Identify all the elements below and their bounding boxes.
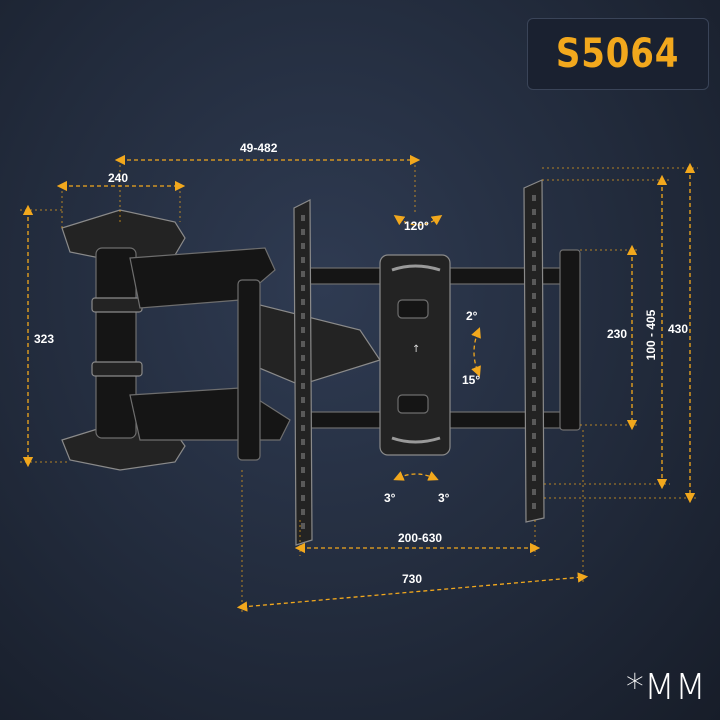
rail-hole: [301, 285, 305, 291]
rail-hole: [532, 447, 536, 453]
dim-wall-plate-width: 240: [108, 171, 128, 185]
rail-hole: [532, 265, 536, 271]
rail-hole: [301, 467, 305, 473]
dim-vesa-vertical-range: 100 - 405: [644, 309, 658, 360]
rail-hole: [301, 495, 305, 501]
dim-vesa-vertical: 230: [607, 327, 627, 341]
rail-hole: [532, 433, 536, 439]
dim-wall-plate-height: 323: [34, 332, 54, 346]
rail-hole: [301, 215, 305, 221]
model-number: S5064: [556, 31, 680, 77]
rail-hole: [532, 237, 536, 243]
rail-hole: [532, 321, 536, 327]
rail-hole: [532, 405, 536, 411]
rail-hole: [532, 251, 536, 257]
rail-hole: [532, 223, 536, 229]
rail-hole: [301, 369, 305, 375]
rail-hole: [532, 363, 536, 369]
rail-hole: [532, 209, 536, 215]
rail-hole: [301, 383, 305, 389]
svg-text:↑: ↑: [412, 344, 420, 355]
rail-hole: [301, 425, 305, 431]
rail-hole: [301, 243, 305, 249]
rail-hole: [301, 355, 305, 361]
rail-hole: [532, 293, 536, 299]
rail-hole: [301, 271, 305, 277]
rail-hole: [301, 229, 305, 235]
model-badge: S5064: [527, 18, 709, 90]
rail-hole: [301, 523, 305, 529]
wall-plate: [61, 209, 186, 471]
rail-hole: [532, 195, 536, 201]
rail-hole: [301, 257, 305, 263]
rail-hole: [532, 307, 536, 313]
tilt-up-angle: 2°: [466, 309, 478, 323]
dim-bracket-width: 730: [402, 572, 422, 586]
unit-note: *MM: [625, 667, 706, 708]
rail-hole: [301, 453, 305, 459]
rail-hole: [532, 391, 536, 397]
rail-hole: [301, 509, 305, 515]
swivel-angle: 120°: [404, 219, 429, 233]
rail-hole: [301, 411, 305, 417]
rail-hole: [532, 489, 536, 495]
rail-hole: [301, 313, 305, 319]
rail-hole: [301, 299, 305, 305]
rail-hole: [532, 461, 536, 467]
rail-hole: [301, 327, 305, 333]
rail-hole: [532, 475, 536, 481]
rail-hole: [532, 503, 536, 509]
mounting-holes: [301, 195, 536, 529]
rail-hole: [301, 481, 305, 487]
rail-hole: [532, 419, 536, 425]
rail-hole: [532, 335, 536, 341]
rail-hole: [301, 439, 305, 445]
rail-hole: [532, 349, 536, 355]
rail-hole: [301, 397, 305, 403]
rail-hole: [532, 377, 536, 383]
rail-hole: [301, 341, 305, 347]
tilt-down-angle: 15°: [462, 373, 480, 387]
rotate-right-angle: 3°: [438, 491, 450, 505]
dim-vesa-horizontal: 200-630: [398, 531, 442, 545]
rail-hole: [532, 279, 536, 285]
dim-bracket-height: 430: [668, 322, 688, 336]
rotate-left-angle: 3°: [384, 491, 396, 505]
dim-arm-extension: 49-482: [240, 141, 278, 155]
